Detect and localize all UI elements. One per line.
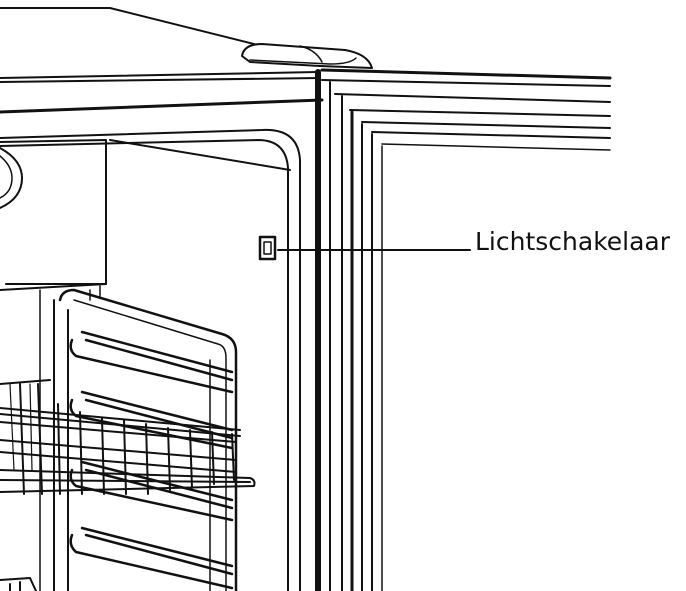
- cabinet-liner: [0, 128, 301, 591]
- wire-shelf: [0, 379, 256, 495]
- door-frame-top: [320, 68, 612, 151]
- cabinet-top: [0, 7, 324, 114]
- light-switch-label: Lichtschakelaar: [475, 227, 671, 256]
- lower-shelf-edge: [0, 577, 37, 591]
- door-hinge: [241, 43, 373, 69]
- shelf-rail: [39, 285, 238, 591]
- fan-housing: [0, 139, 107, 291]
- door-frame-side: [315, 69, 383, 591]
- light-switch: [258, 235, 277, 261]
